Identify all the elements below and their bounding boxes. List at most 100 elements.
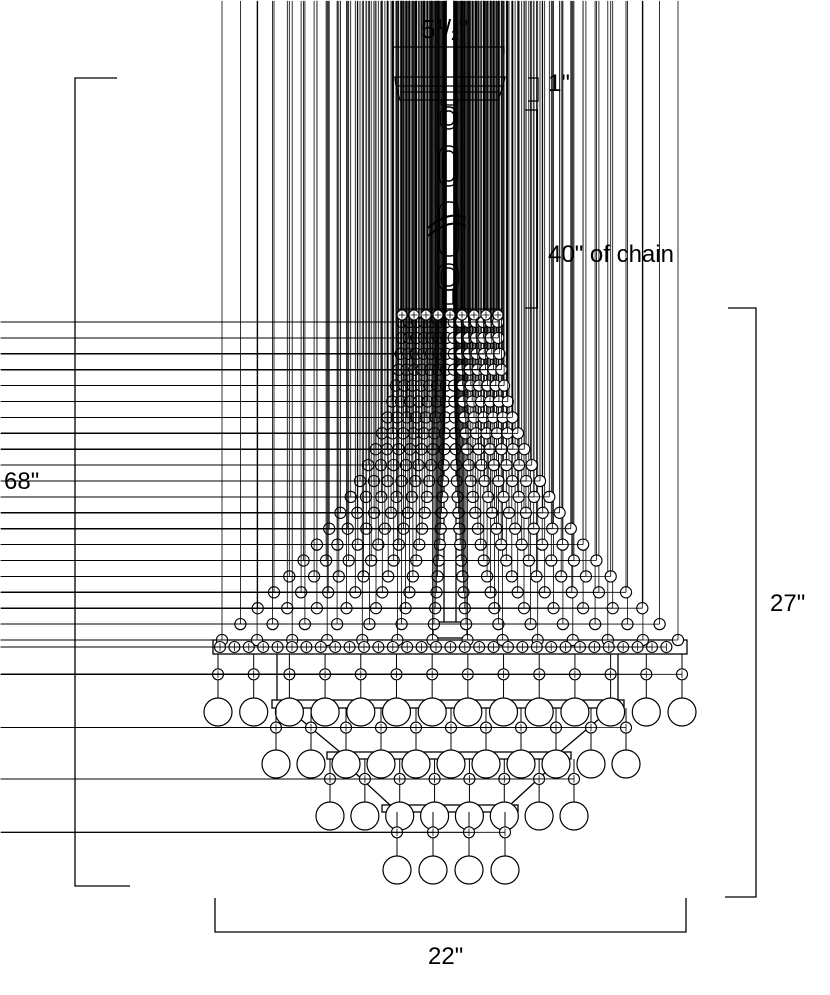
crystal-drop [560, 697, 590, 727]
crystal-bead-facet [0, 0, 597, 561]
crystal-bead-facet [0, 0, 627, 593]
crystal-drop [436, 749, 466, 779]
crystal-bead-facet [0, 0, 223, 641]
crystal-bead-facet [398, 311, 406, 319]
crystal-bead-facet [0, 0, 420, 402]
crystal-bead-facet [0, 0, 477, 339]
chain-length-label: 40" of chain [548, 241, 674, 268]
crystal-bead-facet [0, 0, 414, 434]
crystal-drop [454, 855, 484, 885]
crystal-drop [385, 801, 415, 831]
crystal-bead-facet [0, 0, 417, 561]
crystal-bead-facet [0, 0, 359, 545]
crystal-bead-facet [494, 311, 502, 319]
crystal-bead-facet [0, 0, 447, 323]
crystal-bead-facet [0, 0, 423, 371]
crystal-bead-facet [0, 0, 439, 371]
crystal-bead-facet [0, 0, 455, 355]
crystal-bead-facet [0, 0, 425, 323]
crystal-bead-facet [0, 0, 389, 577]
crystal-drop [203, 697, 233, 727]
crystal-bead-facet [0, 0, 499, 339]
crystal-bead-facet [0, 0, 392, 514]
crystal-bead-facet [0, 775, 575, 783]
crystal-bead-facet [0, 0, 413, 498]
crystal-drop [382, 855, 412, 885]
crystal-bead-facet [0, 0, 447, 371]
crystal-bead-facet [0, 0, 375, 482]
crystal-bead-facet [0, 0, 350, 561]
crystal-bead-facet [0, 0, 407, 466]
crystal-bead-facet [0, 0, 338, 625]
crystal-bead-facet [0, 0, 416, 482]
crystal-bead-facet [0, 0, 389, 482]
crystal-bead-facet [0, 0, 425, 434]
crystal-bead-facet [0, 0, 369, 466]
crystal-bead-facet [0, 0, 241, 625]
crystal-bead-facet [0, 0, 436, 418]
crystal-bead-facet [0, 0, 447, 355]
crystal-bead-facet [0, 0, 425, 339]
crystal-drop [296, 749, 326, 779]
overall-height-label: 68" [4, 468, 40, 495]
crystal-bead-facet [0, 723, 627, 732]
crystal-bead-facet [0, 0, 402, 402]
crystal-bead-facet [0, 0, 440, 339]
crystal-bead-facet [0, 0, 318, 545]
crystal-drop [401, 749, 431, 779]
crystal-drop [471, 749, 501, 779]
crystal-bead-facet [0, 0, 340, 577]
crystal-bead-facet [0, 0, 612, 577]
crystal-drop [559, 801, 589, 831]
crystal-bead-facet [0, 0, 447, 386]
crystal-bead-facet [0, 0, 533, 466]
crystal-bead-facet [0, 0, 432, 323]
crystal-bead-facet [0, 0, 513, 418]
body-height-label: 27" [770, 590, 806, 617]
crystal-bead-facet [0, 0, 352, 498]
crystal-bead-facet [458, 311, 466, 319]
crystal-bead-facet [0, 0, 375, 514]
crystal-drop [489, 801, 519, 831]
crystal-bead-facet [0, 0, 643, 609]
crystal-drop [315, 801, 345, 831]
crystal-bead-facet [0, 643, 667, 651]
crystal-bead-facet [0, 0, 383, 434]
crystal-bead-facet [0, 0, 484, 323]
crystal-bead-facet [0, 0, 440, 323]
crystal-bead-facet [0, 0, 438, 577]
crystal-bead-facet [446, 311, 454, 319]
crystal-bead-facet [0, 0, 382, 466]
crystal-bead-facet [0, 0, 439, 355]
crystal-bead-facet [0, 0, 394, 466]
crystal-bead-facet [0, 0, 560, 514]
crystal-drop [331, 749, 361, 779]
crystal-drop [310, 697, 340, 727]
crystal-bead-facet [470, 311, 478, 319]
crystal-drop [274, 697, 304, 727]
crystal-bead-facet [0, 0, 500, 355]
crystal-bead-facet [0, 0, 293, 641]
crystal-drop [350, 801, 380, 831]
crystal-bead-facet [0, 0, 273, 625]
crystal-bead-facet [0, 0, 541, 482]
crystal-bead-facet [0, 0, 382, 498]
crystal-bead-facet [0, 0, 363, 641]
crystal-bead-facet [0, 828, 506, 837]
crystal-bead-facet [0, 0, 420, 545]
crystal-bead-facet [0, 0, 356, 593]
crystal-bead-facet [0, 0, 372, 561]
crystal-drop [381, 697, 412, 727]
crystal-bead-facet [0, 670, 683, 679]
crystal-bead-facet [0, 0, 402, 482]
crystal-bead-facet [0, 0, 306, 625]
crystal-bead-facet [0, 0, 402, 625]
crystal-bead-facet [0, 0, 422, 450]
crystal-bead-facet [0, 0, 502, 371]
crystal-bead-facet [0, 0, 660, 625]
crystal-bead-facet [0, 0, 383, 593]
crystal-bead-facet [0, 0, 410, 593]
crystal-bead-facet [0, 0, 328, 641]
crystal-bead-facet [0, 0, 361, 482]
